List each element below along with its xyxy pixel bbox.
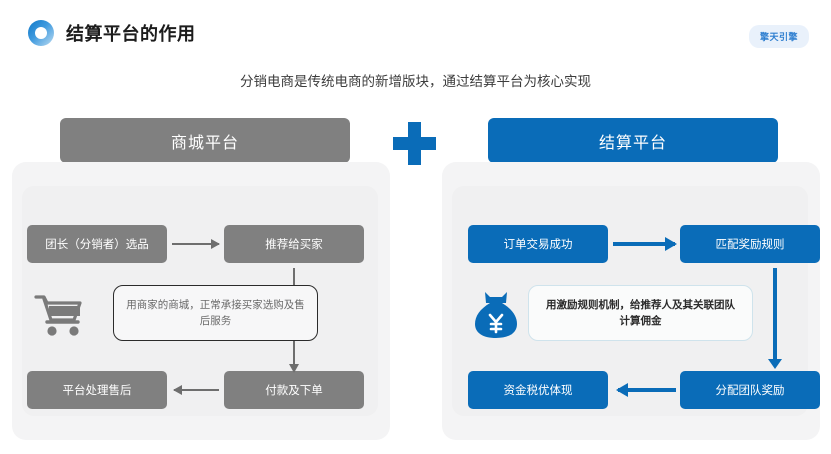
right-box-order-success[interactable]: 订单交易成功 xyxy=(468,225,608,263)
left-panel-header: 商城平台 xyxy=(60,118,350,163)
right-arrow-right-icon xyxy=(613,237,677,251)
right-arrow-left-icon xyxy=(616,383,676,397)
left-box-recommend[interactable]: 推荐给买家 xyxy=(224,225,364,263)
shopping-cart-icon xyxy=(33,292,85,338)
right-box-tax-settlement[interactable]: 资金税优体现 xyxy=(468,371,608,409)
page-header: 结算平台的作用 xyxy=(28,20,196,46)
money-bag-yuan-icon xyxy=(470,288,522,340)
left-box-selection[interactable]: 团长（分销者）选品 xyxy=(27,225,167,263)
left-note-callout: 用商家的商城，正常承接买家选购及售后服务 xyxy=(113,285,318,341)
right-box-match-rule[interactable]: 匹配奖励规则 xyxy=(680,225,820,263)
left-box-payment[interactable]: 付款及下单 xyxy=(224,371,364,409)
left-arrow-left-icon xyxy=(173,385,219,395)
left-box-aftersales[interactable]: 平台处理售后 xyxy=(27,371,167,409)
left-arrow-right-icon xyxy=(172,239,220,249)
brand-badge: 擎天引擎 xyxy=(748,25,809,48)
right-box-team-reward[interactable]: 分配团队奖励 xyxy=(680,371,820,409)
right-note-callout: 用激励规则机制，给推荐人及其关联团队计算佣金 xyxy=(528,285,753,341)
plus-icon xyxy=(392,121,436,165)
right-panel-header: 结算平台 xyxy=(488,118,778,163)
blue-ring-icon xyxy=(28,20,54,46)
page-title: 结算平台的作用 xyxy=(66,24,196,44)
page-subtitle: 分销电商是传统电商的新增版块，通过结算平台为核心实现 xyxy=(240,74,591,89)
right-arrow-down-icon xyxy=(768,268,782,369)
